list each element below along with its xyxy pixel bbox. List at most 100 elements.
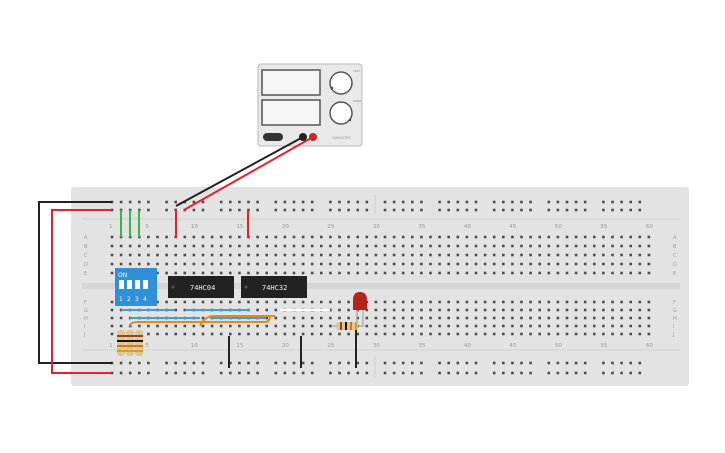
breadboard-hole[interactable] xyxy=(438,332,441,336)
breadboard-hole[interactable] xyxy=(156,235,159,239)
breadboard-hole[interactable] xyxy=(647,308,651,312)
breadboard-hole[interactable] xyxy=(256,308,259,312)
breadboard-hole[interactable] xyxy=(620,271,623,275)
breadboard-hole[interactable] xyxy=(547,308,551,312)
breadboard-hole[interactable] xyxy=(201,253,205,257)
breadboard-hole[interactable] xyxy=(401,371,405,375)
breadboard-hole[interactable] xyxy=(574,235,578,239)
breadboard-hole[interactable] xyxy=(420,371,423,375)
breadboard-hole[interactable] xyxy=(556,308,560,312)
breadboard-hole[interactable] xyxy=(438,244,441,248)
breadboard-hole[interactable] xyxy=(301,324,305,328)
breadboard-hole[interactable] xyxy=(274,253,278,257)
breadboard-hole[interactable] xyxy=(219,253,223,257)
breadboard-hole[interactable] xyxy=(474,235,478,239)
breadboard-hole[interactable] xyxy=(511,244,514,248)
breadboard-hole[interactable] xyxy=(301,262,305,266)
breadboard-hole[interactable] xyxy=(274,332,278,336)
breadboard-hole[interactable] xyxy=(511,371,514,375)
breadboard-hole[interactable] xyxy=(492,316,496,320)
breadboard-hole[interactable] xyxy=(356,208,359,212)
breadboard-hole[interactable] xyxy=(492,300,496,304)
breadboard-hole[interactable] xyxy=(456,300,460,304)
breadboard-hole[interactable] xyxy=(492,200,496,204)
breadboard-hole[interactable] xyxy=(338,361,341,365)
breadboard-hole[interactable] xyxy=(347,308,350,312)
breadboard-hole[interactable] xyxy=(411,316,414,320)
breadboard-hole[interactable] xyxy=(638,200,642,204)
breadboard-hole[interactable] xyxy=(574,371,578,375)
resistor-output[interactable] xyxy=(332,322,362,330)
breadboard-hole[interactable] xyxy=(156,244,159,248)
breadboard-hole[interactable] xyxy=(502,324,505,328)
breadboard-hole[interactable] xyxy=(192,200,196,204)
breadboard-hole[interactable] xyxy=(392,235,396,239)
breadboard-hole[interactable] xyxy=(565,244,569,248)
breadboard-hole[interactable] xyxy=(547,332,551,336)
breadboard-hole[interactable] xyxy=(219,200,223,204)
breadboard-hole[interactable] xyxy=(492,235,496,239)
breadboard-hole[interactable] xyxy=(183,262,187,266)
breadboard-hole[interactable] xyxy=(529,324,532,328)
breadboard-hole[interactable] xyxy=(374,308,378,312)
power-switch[interactable] xyxy=(263,133,283,141)
breadboard-hole[interactable] xyxy=(183,271,187,275)
breadboard-hole[interactable] xyxy=(283,200,287,204)
breadboard-hole[interactable] xyxy=(538,262,541,266)
breadboard-hole[interactable] xyxy=(165,271,168,275)
breadboard-hole[interactable] xyxy=(374,300,378,304)
breadboard-hole[interactable] xyxy=(420,300,423,304)
breadboard-hole[interactable] xyxy=(556,244,560,248)
breadboard-hole[interactable] xyxy=(383,262,387,266)
breadboard-hole[interactable] xyxy=(520,324,523,328)
breadboard-hole[interactable] xyxy=(629,235,632,239)
breadboard-hole[interactable] xyxy=(611,324,614,328)
breadboard-hole[interactable] xyxy=(520,208,523,212)
breadboard-hole[interactable] xyxy=(365,235,369,239)
breadboard-hole[interactable] xyxy=(411,332,414,336)
breadboard-hole[interactable] xyxy=(447,244,450,248)
breadboard-hole[interactable] xyxy=(301,200,305,204)
breadboard-hole[interactable] xyxy=(265,308,268,312)
breadboard-hole[interactable] xyxy=(620,244,623,248)
breadboard-hole[interactable] xyxy=(474,332,478,336)
power-supply[interactable]: VOLT CURR GWINSTEK xyxy=(257,63,363,147)
breadboard-hole[interactable] xyxy=(238,271,241,275)
breadboard[interactable]: 1155101015152020252530303535404045455050… xyxy=(71,187,689,386)
chip-74hc32[interactable]: 74HC32 xyxy=(241,276,307,298)
breadboard-hole[interactable] xyxy=(429,253,432,257)
breadboard-hole[interactable] xyxy=(565,316,569,320)
breadboard-hole[interactable] xyxy=(611,235,614,239)
breadboard-hole[interactable] xyxy=(401,361,405,365)
breadboard-hole[interactable] xyxy=(474,316,478,320)
breadboard-hole[interactable] xyxy=(110,300,114,304)
breadboard-hole[interactable] xyxy=(292,324,296,328)
breadboard-hole[interactable] xyxy=(265,271,268,275)
breadboard-hole[interactable] xyxy=(456,253,460,257)
breadboard-hole[interactable] xyxy=(183,324,187,328)
breadboard-hole[interactable] xyxy=(420,308,423,312)
breadboard-hole[interactable] xyxy=(529,361,532,365)
breadboard-hole[interactable] xyxy=(110,262,114,266)
breadboard-hole[interactable] xyxy=(329,200,332,204)
breadboard-hole[interactable] xyxy=(392,324,396,328)
breadboard-hole[interactable] xyxy=(147,262,150,266)
breadboard-hole[interactable] xyxy=(383,316,387,320)
breadboard-hole[interactable] xyxy=(374,271,378,275)
breadboard-hole[interactable] xyxy=(447,332,450,336)
breadboard-hole[interactable] xyxy=(520,244,523,248)
breadboard-hole[interactable] xyxy=(547,208,551,212)
breadboard-hole[interactable] xyxy=(292,371,296,375)
breadboard-hole[interactable] xyxy=(620,371,623,375)
breadboard-hole[interactable] xyxy=(383,253,387,257)
breadboard-hole[interactable] xyxy=(292,316,296,320)
breadboard-hole[interactable] xyxy=(174,253,177,257)
breadboard-hole[interactable] xyxy=(529,200,532,204)
breadboard-hole[interactable] xyxy=(329,253,332,257)
breadboard-hole[interactable] xyxy=(520,308,523,312)
breadboard-hole[interactable] xyxy=(447,235,450,239)
breadboard-hole[interactable] xyxy=(201,271,205,275)
breadboard-hole[interactable] xyxy=(638,262,642,266)
breadboard-hole[interactable] xyxy=(229,371,232,375)
